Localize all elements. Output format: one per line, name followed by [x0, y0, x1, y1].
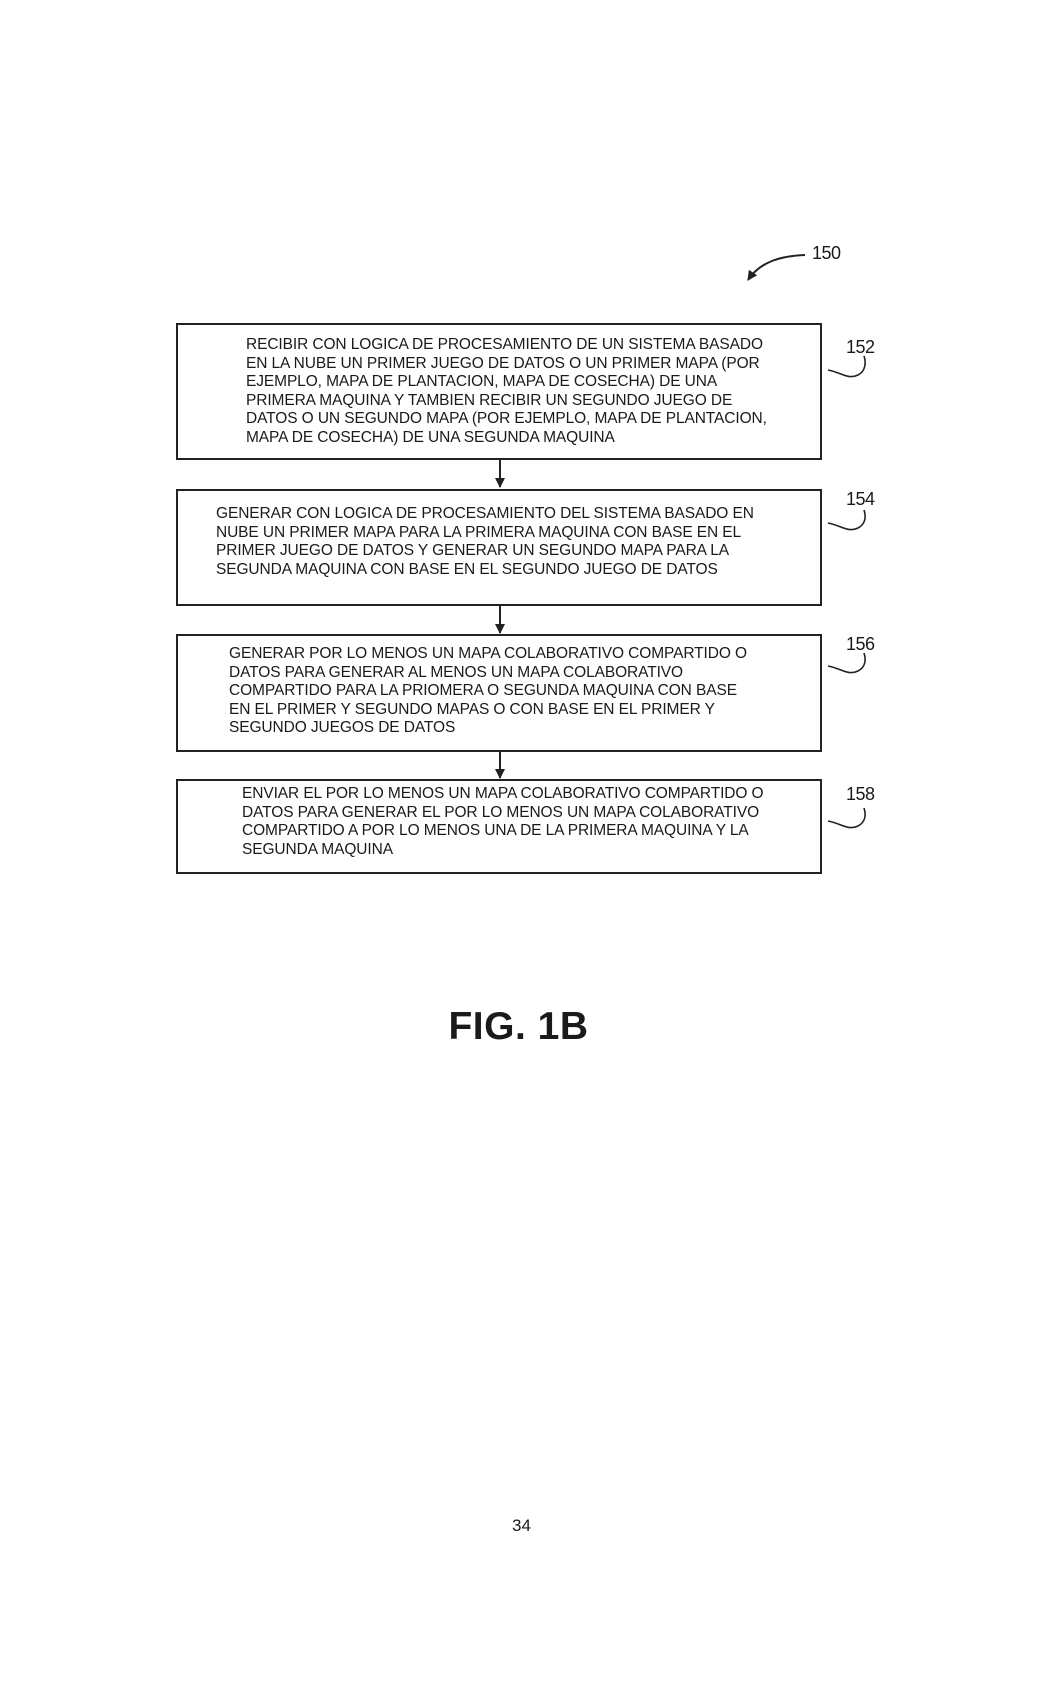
- step-158-text: ENVIAR EL POR LO MENOS UN MAPA COLABORAT…: [242, 785, 764, 858]
- flowchart-step-152: [176, 323, 822, 460]
- reference-numeral-158: 158: [846, 784, 875, 804]
- reference-150-pointer-arrow: [747, 254, 806, 281]
- flowchart-step-156: [176, 634, 822, 752]
- leader-line-156: [827, 652, 866, 674]
- reference-numeral-152: 152: [846, 337, 875, 357]
- leader-line-154: [827, 509, 866, 531]
- step-152-text: RECIBIR CON LOGICA DE PROCESAMIENTO DE U…: [246, 336, 767, 446]
- step-154-text: GENERAR CON LOGICA DE PROCESAMIENTO DEL …: [216, 505, 754, 578]
- reference-numeral-156: 156: [846, 634, 875, 654]
- flowchart-step-158: [176, 779, 822, 874]
- reference-numeral-150: 150: [812, 243, 841, 263]
- leader-line-152: [827, 355, 866, 378]
- step-156-text: GENERAR POR LO MENOS UN MAPA COLABORATIV…: [229, 645, 747, 736]
- flowchart-step-154: [176, 489, 822, 606]
- leader-line-158: [827, 807, 866, 829]
- figure-title: FIG. 1B: [448, 1005, 589, 1048]
- reference-numeral-154: 154: [846, 489, 875, 509]
- page-number: 34: [512, 1516, 531, 1535]
